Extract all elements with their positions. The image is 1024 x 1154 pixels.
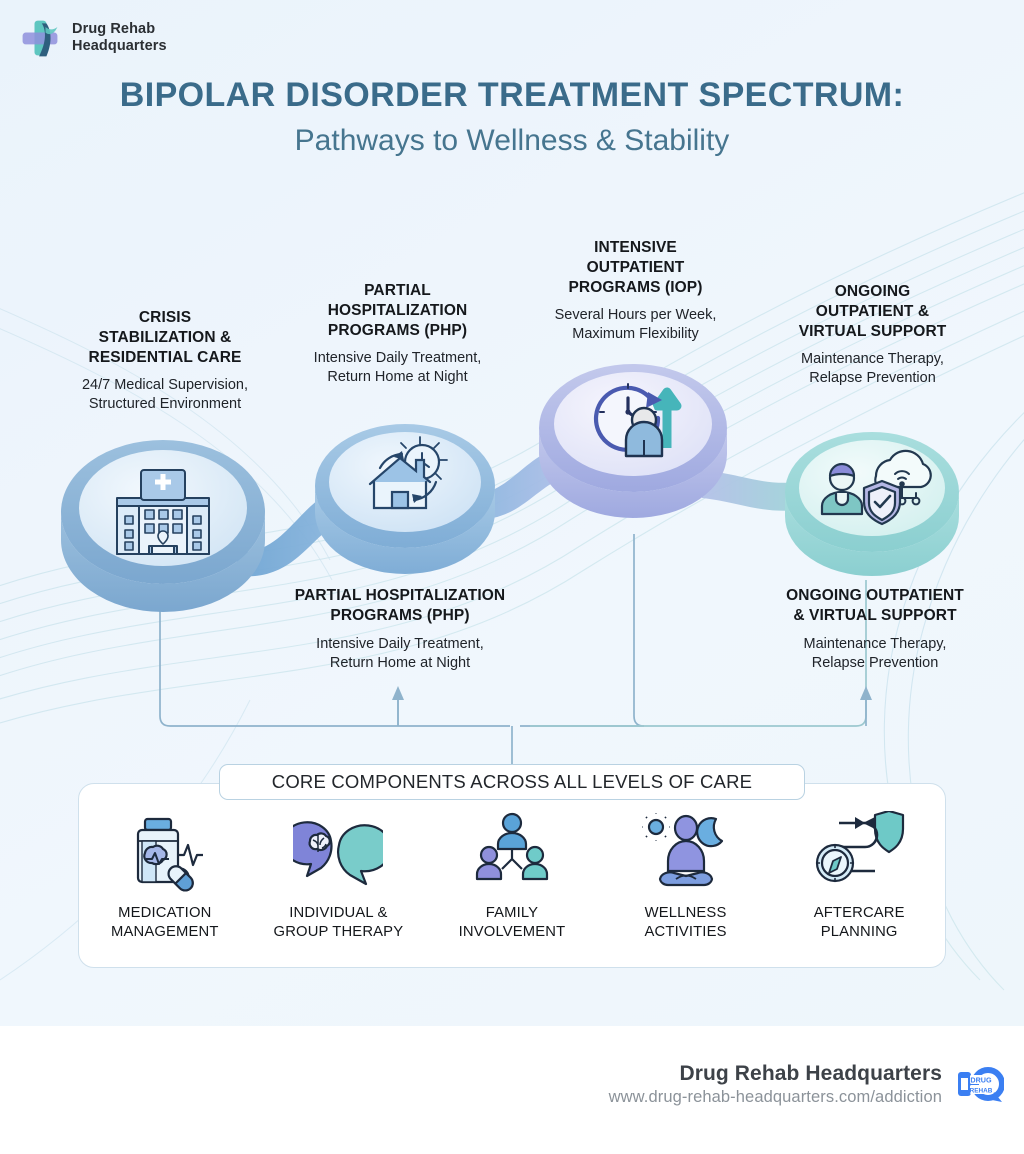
core-components-heading: CORE COMPONENTS ACROSS ALL LEVELS OF CAR… bbox=[219, 764, 805, 800]
stage-label-ongoing-outpatient: ONGOING OUTPATIENT & VIRTUAL SUPPORT Mai… bbox=[760, 282, 985, 388]
core-item-label-line2: INVOLVEMENT bbox=[458, 923, 566, 940]
meditation-sun-moon-icon bbox=[601, 806, 771, 900]
stage-desc-line1: Several Hours per Week, bbox=[554, 307, 717, 324]
stage-below-title-line2: PROGRAMS (PHP) bbox=[330, 606, 470, 624]
stage-below-title-line1: ONGOING OUTPATIENT bbox=[786, 587, 964, 604]
core-item-label-line1: INDIVIDUAL & bbox=[289, 905, 388, 921]
infographic-canvas: Drug Rehab Headquarters BIPOLAR DISORDER… bbox=[0, 0, 1024, 1026]
core-item-label-line1: AFTERCARE bbox=[813, 905, 905, 921]
core-components-panel bbox=[78, 783, 946, 968]
stage-bubble-php[interactable] bbox=[312, 416, 498, 576]
stage-title-line2: OUTPATIENT bbox=[586, 258, 685, 276]
house-clock-cycle-icon bbox=[368, 436, 448, 510]
brand-name: Drug Rehab Headquarters bbox=[72, 21, 167, 55]
hospital-building-icon bbox=[116, 469, 210, 555]
stage-label-ongoing-outpatient-below: ONGOING OUTPATIENT & VIRTUAL SUPPORT Mai… bbox=[730, 586, 1020, 672]
core-item-label-line2: ACTIVITIES bbox=[644, 923, 727, 940]
stage-title-line2: OUTPATIENT & bbox=[815, 302, 930, 320]
stage-title-line1: PARTIAL bbox=[364, 282, 431, 299]
core-item-label-line1: WELLNESS bbox=[644, 905, 727, 921]
core-item-wellness-activities[interactable]: WELLNESS ACTIVITIES bbox=[601, 806, 771, 941]
brand-name-line2: Headquarters bbox=[72, 38, 167, 54]
clock-person-growth-arrow-icon bbox=[593, 383, 682, 458]
arrowhead-php bbox=[392, 686, 404, 700]
pill-bottle-brain-icon bbox=[80, 806, 250, 900]
stage-title-line2: STABILIZATION & bbox=[98, 328, 232, 346]
stage-title-line3: RESIDENTIAL CARE bbox=[88, 348, 242, 366]
stage-desc-line1: Intensive Daily Treatment, bbox=[313, 350, 482, 367]
stage-label-crisis-stabilization: CRISIS STABILIZATION & RESIDENTIAL CARE … bbox=[35, 308, 295, 414]
page-title: BIPOLAR DISORDER TREATMENT SPECTRUM: bbox=[119, 76, 905, 114]
svg-text:REHAB: REHAB bbox=[970, 1087, 993, 1094]
core-item-label-line2: PLANNING bbox=[820, 923, 898, 940]
stage-bubble-iop[interactable] bbox=[536, 356, 730, 522]
core-item-label-line1: FAMILY bbox=[485, 905, 539, 921]
stage-below-desc-line2: Return Home at Night bbox=[329, 654, 471, 671]
footer-content: Drug Rehab Headquarters www.drug-rehab-h… bbox=[609, 1060, 1004, 1108]
stage-below-desc-line2: Relapse Prevention bbox=[811, 654, 939, 671]
stage-title-line1: CRISIS bbox=[138, 309, 192, 326]
core-components-list: MEDICATION MANAGEMENT bbox=[78, 806, 946, 956]
stage-title-line1: INTENSIVE bbox=[594, 239, 677, 256]
svg-text:DRUG: DRUG bbox=[970, 1075, 992, 1084]
stage-bubble-crisis-stabilization[interactable] bbox=[58, 434, 268, 616]
stage-desc-line1: Maintenance Therapy, bbox=[801, 351, 944, 368]
core-item-aftercare-planning[interactable]: AFTERCARE PLANNING bbox=[774, 806, 944, 941]
stage-desc-line2: Return Home at Night bbox=[327, 369, 468, 386]
drhq-badge-logo-icon: DRUG REHAB bbox=[958, 1067, 1004, 1102]
core-item-label-line2: MANAGEMENT bbox=[111, 923, 219, 940]
stage-label-php: PARTIAL HOSPITALIZATION PROGRAMS (PHP) I… bbox=[290, 281, 505, 387]
speech-bubbles-brain-icon bbox=[253, 806, 423, 900]
person-cloud-shield-icon bbox=[820, 449, 932, 526]
stage-below-title-line2: & VIRTUAL SUPPORT bbox=[793, 606, 957, 624]
core-item-individual-group-therapy[interactable]: INDIVIDUAL & GROUP THERAPY bbox=[253, 806, 423, 941]
brand-name-line1: Drug Rehab bbox=[72, 20, 156, 37]
stage-title-line3: PROGRAMS (IOP) bbox=[568, 278, 703, 296]
core-item-family-involvement[interactable]: FAMILY INVOLVEMENT bbox=[427, 806, 597, 941]
arrowhead-ongoing bbox=[860, 686, 872, 700]
stage-title-line1: ONGOING bbox=[834, 283, 911, 300]
stage-desc-line2: Structured Environment bbox=[88, 396, 242, 413]
stage-below-desc-line1: Intensive Daily Treatment, bbox=[316, 635, 484, 652]
stage-label-iop: INTENSIVE OUTPATIENT PROGRAMS (IOP) Seve… bbox=[528, 238, 743, 344]
stage-below-title-line1: PARTIAL HOSPITALIZATION bbox=[294, 587, 506, 604]
stage-title-line3: PROGRAMS (PHP) bbox=[327, 321, 468, 339]
page-subtitle: Pathways to Wellness & Stability bbox=[294, 124, 730, 157]
brand-logo: Drug Rehab Headquarters bbox=[18, 16, 167, 60]
medical-cross-logo-icon bbox=[22, 20, 58, 57]
core-item-medication-management[interactable]: MEDICATION MANAGEMENT bbox=[80, 806, 250, 941]
footer-brand-name: Drug Rehab Headquarters bbox=[679, 1061, 942, 1085]
stage-below-desc-line1: Maintenance Therapy, bbox=[803, 635, 947, 652]
family-group-icon bbox=[427, 806, 597, 900]
footer-url[interactable]: www.drug-rehab-headquarters.com/addictio… bbox=[608, 1087, 942, 1106]
core-item-label-line1: MEDICATION bbox=[118, 905, 212, 921]
stage-desc-line2: Maximum Flexibility bbox=[572, 326, 699, 343]
stage-desc-line2: Relapse Prevention bbox=[809, 370, 936, 387]
stage-title-line3: VIRTUAL SUPPORT bbox=[798, 322, 947, 340]
footer-bar: Drug Rehab Headquarters www.drug-rehab-h… bbox=[0, 1026, 1024, 1154]
compass-shield-path-icon bbox=[774, 806, 944, 900]
stage-bubble-ongoing-outpatient[interactable] bbox=[782, 424, 962, 582]
stage-title-line2: HOSPITALIZATION bbox=[327, 301, 468, 319]
stage-desc-line1: 24/7 Medical Supervision, bbox=[81, 377, 249, 394]
stage-label-php-below: PARTIAL HOSPITALIZATION PROGRAMS (PHP) I… bbox=[245, 586, 555, 672]
core-item-label-line2: GROUP THERAPY bbox=[273, 923, 404, 940]
